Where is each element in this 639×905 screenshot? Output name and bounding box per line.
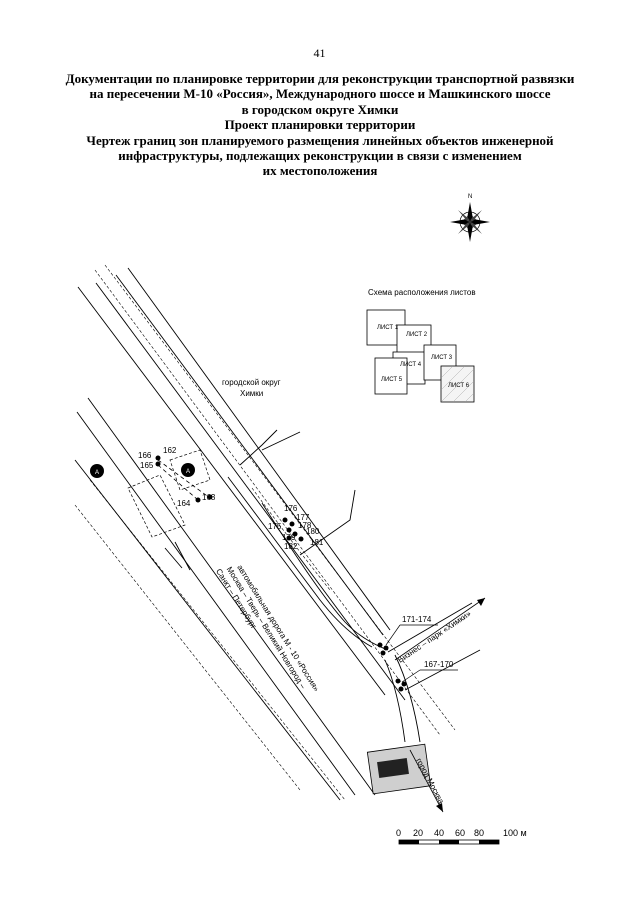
marker-a-icon <box>90 463 195 478</box>
point-label: 165 <box>140 461 154 470</box>
scale-tick: 80 <box>474 828 484 838</box>
callout-leader <box>385 624 401 646</box>
scale-bar <box>398 839 500 845</box>
scale-tick: 60 <box>455 828 465 838</box>
point-label: 166 <box>138 451 152 460</box>
scale-tick: 0 <box>396 828 401 838</box>
sheet-label: ЛИСТ 2 <box>406 332 428 338</box>
point-label: 175 <box>268 522 282 531</box>
moscow-arrow-icon <box>409 749 444 813</box>
sheet-hatch <box>440 365 475 403</box>
title-line: Документации по планировке территории дл… <box>65 71 575 86</box>
compass-rose-icon <box>450 202 490 242</box>
sheet-scheme-title: Схема расположения листов <box>368 288 476 297</box>
point-label: 176 <box>284 504 298 513</box>
district-label: Химки <box>240 389 263 398</box>
point-dots <box>155 455 407 692</box>
point-label: 182 <box>284 542 298 551</box>
point-label: 181 <box>310 538 324 547</box>
sheet-label: ЛИСТ 6 <box>448 383 470 389</box>
callout-leader <box>401 669 421 683</box>
sheet-label: ЛИСТ 4 <box>400 362 422 368</box>
title-line: в городском округе Химки <box>241 101 399 117</box>
road-name: автомобильная дорога М - 10 «Россия» Мос… <box>214 563 321 693</box>
scale-tick: 20 <box>413 828 423 838</box>
network-line <box>157 459 211 499</box>
railway-lines <box>74 264 456 801</box>
marker-a-label: A <box>95 470 99 476</box>
sheet-label: ЛИСТ 5 <box>381 377 403 383</box>
north-label: N <box>468 194 472 200</box>
sheet-box-hatched <box>440 365 475 403</box>
point-label: 180 <box>306 527 320 536</box>
sheet-box <box>374 357 408 395</box>
point-label: 178 <box>298 521 312 530</box>
document-title: Документации по планировке территории дл… <box>20 71 620 179</box>
point-label: 162 <box>163 446 177 455</box>
business-park-arrow-icon <box>394 597 486 661</box>
point-label: 164 <box>177 499 191 508</box>
callout-label: 167-170 <box>424 660 454 669</box>
sheet-scheme <box>366 309 475 403</box>
title-line: на пересечении М-10 «Россия», Международ… <box>89 86 551 102</box>
point-label: 179 <box>282 533 296 542</box>
road-name-line: автомобильная дорога М - 10 «Россия» <box>235 563 321 693</box>
branch-roads <box>239 429 356 556</box>
title-line: их местоположения <box>262 163 378 179</box>
scale-tick: 100 м <box>503 828 527 838</box>
sheet-label: ЛИСТ 1 <box>377 325 399 331</box>
scale-tick: 40 <box>434 828 444 838</box>
sheet-label: ЛИСТ 3 <box>431 355 453 361</box>
district-label: городской округ <box>222 378 281 387</box>
marker-a-label: A <box>186 469 190 475</box>
point-label: 163 <box>202 493 216 502</box>
network-line <box>157 464 199 501</box>
road-name-line: Москва – Тверь – Великий Новгород – <box>225 565 308 691</box>
dashed-zones <box>127 449 211 538</box>
city-border-zone <box>366 743 432 795</box>
point-label: 177 <box>296 513 310 522</box>
callout-label: 171-174 <box>402 615 432 624</box>
title-line: Проект планировки территории <box>224 117 416 133</box>
title-line: Чертеж границ зон планируемого размещени… <box>86 132 554 148</box>
page-number: 41 <box>313 46 326 60</box>
title-line: инфраструктуры, подлежащих реконструкции… <box>118 148 522 164</box>
